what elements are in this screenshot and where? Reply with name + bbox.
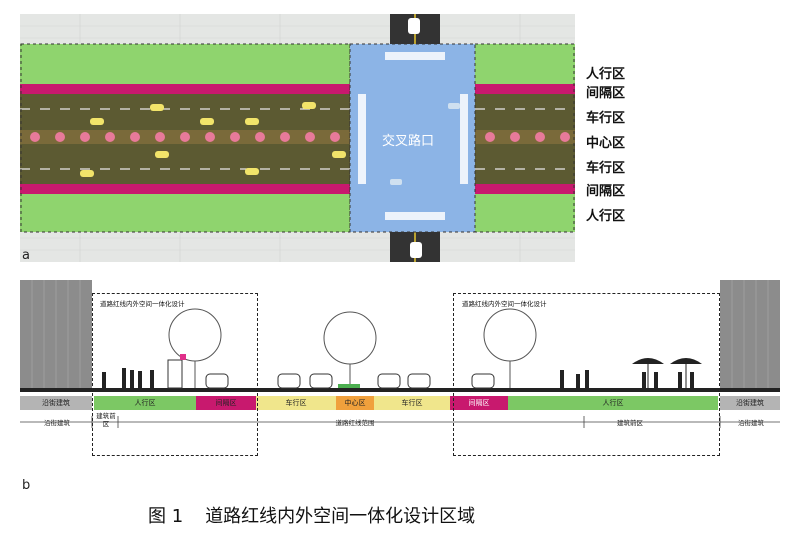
section-view-drawing — [20, 280, 780, 428]
buffer-top-left — [20, 84, 350, 94]
plan-view-drawing — [20, 14, 575, 262]
tree-left — [168, 308, 222, 388]
sidewalk-bottom-left — [20, 194, 350, 232]
segment-building-right: 沿街建筑 — [736, 399, 764, 407]
panel-b-letter: b — [22, 478, 31, 493]
dimension-building-right: 沿街建筑 — [738, 419, 764, 427]
zone-label-sidewalk-bottom: 人行区 — [586, 209, 626, 224]
dimension-red-line: 道路红线范围 — [335, 419, 375, 427]
buffer-bottom-left — [20, 184, 350, 194]
zone-label-sidewalk-top: 人行区 — [586, 67, 626, 82]
zone-label-buffer-bottom: 间隔区 — [586, 184, 626, 199]
segment-sidewalk-right: 人行区 — [602, 399, 624, 407]
zone-label-center: 中心区 — [586, 136, 626, 151]
integration-box-left-title: 道路红线内外空间一体化设计 — [100, 300, 185, 308]
segment-center: 中心区 — [344, 399, 366, 407]
segment-buffer-right: 间隔区 — [468, 399, 490, 407]
figure-title: 道路红线内外空间一体化设计区域 — [205, 506, 476, 527]
building-right — [720, 280, 780, 390]
intersection — [350, 44, 475, 232]
segment-buffer-left: 间隔区 — [215, 399, 237, 407]
integration-box-right-title: 道路红线内外空间一体化设计 — [462, 300, 547, 308]
panel-a-letter: a — [22, 248, 30, 263]
zone-label-buffer-top: 间隔区 — [586, 86, 626, 101]
dimension-front-zone-left: 建筑前区 — [96, 412, 116, 428]
integration-box-left — [92, 293, 258, 456]
sidewalk-top-left — [20, 44, 350, 84]
segment-lane-left: 车行区 — [285, 399, 307, 407]
segment-lane-right: 车行区 — [401, 399, 423, 407]
zone-label-lane-top: 车行区 — [586, 111, 626, 126]
tree-right — [483, 308, 537, 388]
segment-sidewalk-left: 人行区 — [134, 399, 156, 407]
figure-caption: 图 1 道路红线内外空间一体化设计区域 — [148, 502, 497, 528]
figure-number: 图 1 — [148, 506, 184, 527]
intersection-label: 交叉路口 — [382, 134, 435, 149]
dimension-front-zone-right: 建筑前区 — [617, 419, 643, 427]
zone-label-lane-bottom: 车行区 — [586, 161, 626, 176]
segment-building-left: 沿街建筑 — [42, 399, 70, 407]
dimension-building-left: 沿街建筑 — [44, 419, 70, 427]
integration-box-right — [453, 293, 720, 456]
panel-a-plan: 交叉路口 — [20, 14, 575, 262]
